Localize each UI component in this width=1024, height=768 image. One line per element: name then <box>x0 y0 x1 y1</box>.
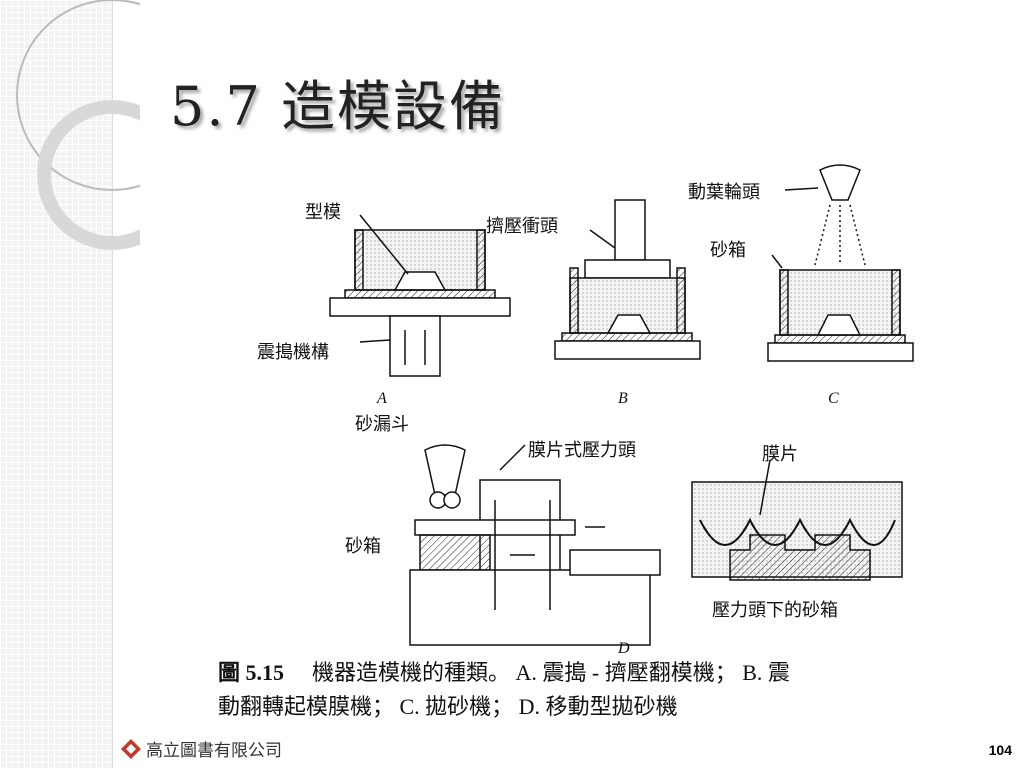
machine-b <box>554 199 701 360</box>
label-flask-c: 砂箱 <box>710 240 746 261</box>
panel-letter-c: C <box>828 390 839 407</box>
panel-letter-d: D <box>618 640 630 657</box>
caption-number: 圖 5.15 <box>218 660 285 685</box>
molding-machines-diagram <box>329 164 914 646</box>
machine-c <box>767 164 914 362</box>
caption-line-1: 機器造模機的種類。 A. 震搗 - 擠壓翻模機； B. 震 <box>312 660 790 685</box>
publisher-logo: 高立圖書有限公司 <box>120 736 282 761</box>
label-hopper: 砂漏斗 <box>355 414 409 435</box>
machine-d <box>409 444 661 646</box>
page-title: 5.7 造模設備 <box>170 75 506 138</box>
label-flask-under-head: 壓力頭下的砂箱 <box>712 600 838 621</box>
page-number: 104 <box>988 742 1012 758</box>
diaphragm-flask <box>691 459 903 581</box>
publisher-name: 高立圖書有限公司 <box>146 741 282 761</box>
machine-a <box>329 214 511 377</box>
decorative-rings <box>16 0 140 250</box>
panel-letter-a: A <box>377 390 387 407</box>
panel-letter-b: B <box>618 390 628 407</box>
label-diaphragm-head: 膜片式壓力頭 <box>528 440 636 461</box>
label-squeeze-head: 擠壓衝頭 <box>486 216 558 237</box>
label-flask-d: 砂箱 <box>345 536 381 557</box>
label-impeller-head: 動葉輪頭 <box>688 182 760 203</box>
caption-line-2: 動翻轉起模膜機； C. 拋砂機； D. 移動型拋砂機 <box>218 694 678 719</box>
label-diaphragm: 膜片 <box>762 444 798 465</box>
label-jolt-mechanism: 震搗機構 <box>257 342 329 363</box>
label-pattern: 型模 <box>305 202 341 223</box>
figure-caption: 圖 5.15 機器造模機的種類。 A. 震搗 - 擠壓翻模機； B. 震 動翻轉起… <box>218 656 958 724</box>
publisher-logo-icon <box>121 738 141 759</box>
